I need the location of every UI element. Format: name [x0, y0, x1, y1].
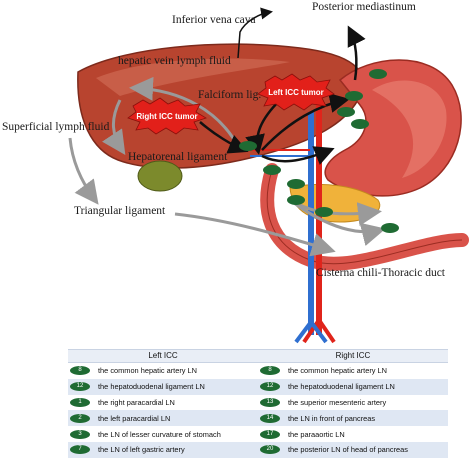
legend-text: the common hepatic artery LN	[288, 366, 387, 376]
label-cisterna-chili: Cisterna chili-Thoracic duct	[316, 267, 446, 279]
arrow-to-cisterna	[289, 198, 386, 246]
label-posterior-mediastinum: Posterior mediastinum	[312, 1, 416, 13]
arrow-nodes-up	[261, 93, 350, 151]
right-icc-tumor: Right ICC tumor	[127, 97, 207, 135]
legend-text: the paraaortic LN	[288, 429, 345, 439]
legend-text: the posterior LN of head of pancreas	[288, 445, 408, 455]
legend-row: 7 the LN of left gastric artery 20 the p…	[68, 441, 448, 458]
label-falciform-lig: Falciform lig.	[198, 89, 261, 101]
legend-cell-right: 17 the paraaortic LN	[258, 429, 448, 439]
legend-text: the LN of lesser curvature of stomach	[98, 429, 221, 439]
label-hepatorenal-ligament: Hepatorenal ligament	[128, 151, 228, 163]
arrow-pancreas-head	[299, 202, 382, 226]
lymph-node-badge: 17	[260, 429, 280, 439]
lymph-node-badge: 13	[260, 397, 280, 407]
legend-cell-right: 20 the posterior LN of head of pancreas	[258, 445, 448, 455]
lymph-node-legend-table: Left ICC Right ICC 8 the common hepatic …	[68, 349, 448, 458]
legend-row: 2 the left paracardial LN 14 the LN in f…	[68, 410, 448, 427]
legend-text: the common hepatic artery LN	[98, 366, 197, 376]
label-inferior-vena-cava: Inferior vena cava	[172, 14, 256, 26]
legend-text: the hepatoduodenal ligament LN	[288, 382, 395, 392]
legend-cell-left: 3 the LN of lesser curvature of stomach	[68, 429, 258, 439]
arrow-triangular	[174, 212, 336, 257]
legend-cell-left: 8 the common hepatic artery LN	[68, 366, 258, 376]
legend-cell-right: 13 the superior mesenteric artery	[258, 397, 448, 407]
legend-row: 1 the right paracardial LN 13 the superi…	[68, 395, 448, 411]
lymph-node-badge: 3	[70, 429, 90, 439]
lymph-node	[337, 107, 355, 117]
label-triangular-ligament: Triangular ligament	[74, 205, 166, 217]
arrow-left-tumor	[245, 99, 281, 155]
legend-cell-right: 8 the common hepatic artery LN	[258, 366, 448, 376]
lymph-node-badge: 12	[70, 382, 90, 392]
legend-row: 3 the LN of lesser curvature of stomach …	[68, 426, 448, 442]
lymph-node	[287, 179, 305, 189]
right-tumor-label: Right ICC tumor	[136, 112, 197, 121]
arrow-ivc-up	[237, 7, 273, 59]
arrow-hepatic-to-gastric	[261, 146, 335, 165]
legend-cell-right: 14 the LN in front of pancreas	[258, 413, 448, 423]
lymph-node-badge: 1	[70, 397, 90, 407]
left-icc-tumor: Left ICC tumor	[257, 73, 335, 111]
lymph-node	[315, 207, 333, 217]
lymph-node	[369, 69, 387, 79]
legend-cell-right: 12 the hepatoduodenal ligament LN	[258, 382, 448, 392]
lymph-node	[287, 195, 305, 205]
legend-cell-left: 12 the hepatoduodenal ligament LN	[68, 382, 258, 392]
lymphatic-drainage-diagram: Right ICC tumor Left ICC tumor Inferior …	[2, 1, 469, 344]
arrow-mediastinum	[347, 25, 366, 81]
lymph-node-badge: 2	[70, 413, 90, 423]
legend-text: the right paracardial LN	[98, 397, 175, 407]
iliac-vein	[294, 320, 328, 344]
legend-row: 8 the common hepatic artery LN 8 the com…	[68, 363, 448, 379]
label-hepatic-vein-lymph-fluid: hepatic vein lymph fluid	[118, 55, 231, 67]
label-superficial-lymph-fluid: Superficial lymph fluid	[2, 121, 110, 133]
lymph-node	[263, 165, 281, 175]
lymph-node	[351, 119, 369, 129]
lymph-node	[345, 91, 363, 101]
lymph-node-badge: 12	[260, 382, 280, 392]
legend-text: the left paracardial LN	[98, 413, 171, 423]
legend-cell-left: 7 the LN of left gastric artery	[68, 445, 258, 455]
left-tumor-label: Left ICC tumor	[268, 88, 324, 97]
legend-text: the hepatoduodenal ligament LN	[98, 382, 205, 392]
lymph-node-badge: 8	[260, 366, 280, 376]
stomach-inner	[372, 80, 447, 178]
arrow-superficial-down	[68, 137, 99, 205]
lymph-node-badge: 7	[70, 445, 90, 455]
arrow-superficial	[102, 99, 126, 155]
legend-cell-left: 2 the left paracardial LN	[68, 413, 258, 423]
lymph-node	[381, 223, 399, 233]
legend-text: the LN in front of pancreas	[288, 413, 376, 423]
legend-header-right: Right ICC	[335, 351, 371, 360]
legend-text: the superior mesenteric artery	[288, 397, 387, 407]
legend-cell-left: 1 the right paracardial LN	[68, 397, 258, 407]
lymph-node-badge: 14	[260, 413, 280, 423]
gallbladder	[137, 160, 183, 192]
inferior-vena-cava-vessel	[308, 112, 314, 335]
legend-text: the LN of left gastric artery	[98, 445, 185, 455]
legend-row: 12 the hepatoduodenal ligament LN 12 the…	[68, 378, 448, 395]
legend-header-left: Left ICC	[148, 351, 178, 360]
lymph-node	[239, 141, 257, 151]
iliac-artery	[302, 318, 336, 344]
lymph-node-badge: 8	[70, 366, 90, 376]
lymph-node-badge: 20	[260, 445, 280, 455]
legend-header: Left ICC Right ICC	[68, 349, 448, 363]
